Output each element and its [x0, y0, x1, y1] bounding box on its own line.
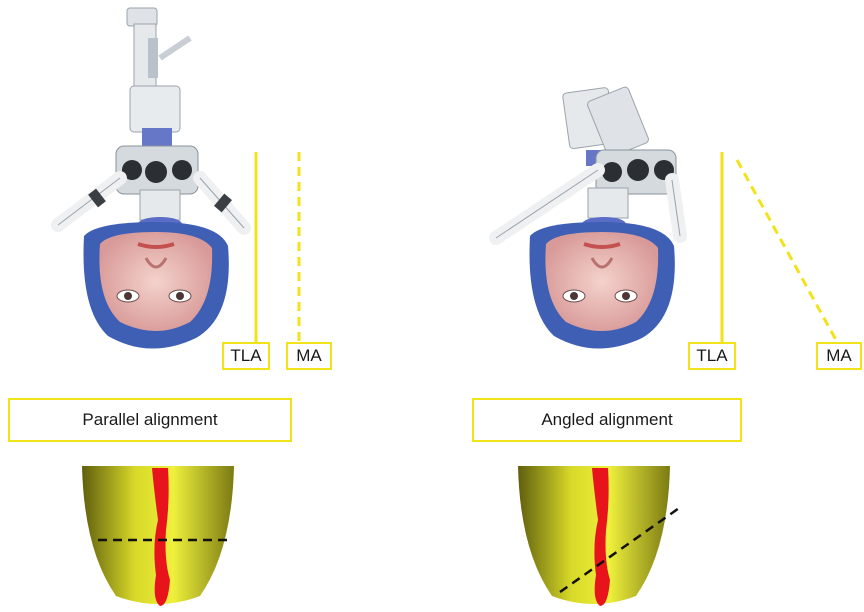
ma-label-left: MA: [286, 342, 332, 370]
microscope-right: [496, 86, 680, 238]
left-scene: [58, 8, 299, 349]
ma-label-right: MA: [816, 342, 862, 370]
ma-line-right: [737, 160, 836, 340]
caption-parallel: Parallel alignment: [8, 398, 292, 442]
right-scene: [496, 86, 836, 349]
patient-head-right: [530, 222, 675, 349]
microscope-left: [58, 8, 244, 231]
tla-label-left: TLA: [222, 342, 270, 370]
root-parallel: [82, 466, 234, 606]
tla-label-right: TLA: [688, 342, 736, 370]
root-angled: [518, 466, 682, 606]
patient-head-left: [84, 222, 229, 349]
caption-angled: Angled alignment: [472, 398, 742, 442]
